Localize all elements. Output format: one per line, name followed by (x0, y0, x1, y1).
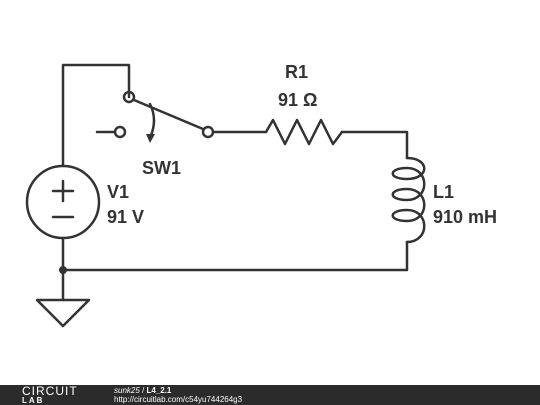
author-separator: / (139, 386, 147, 395)
v1-value-label: 91 V (107, 207, 144, 227)
junction-dot (59, 266, 67, 274)
l1-value-label: 910 mH (433, 207, 497, 227)
footer-bar: CIRCUIT LAB sunk25 / L4_2.1 http://circu… (0, 385, 540, 405)
logo-wordmark-bottom: LAB (22, 396, 44, 405)
v1-name-label: V1 (107, 182, 129, 202)
inductor-l1[interactable] (391, 156, 426, 244)
logo-wordmark-top: CIRCUIT (22, 384, 78, 398)
r1-name-label: R1 (285, 62, 308, 82)
author-line: sunk25 / L4_2.1 (114, 386, 171, 395)
wire-inductor-bottom (61, 240, 409, 272)
resistor-r1[interactable] (264, 118, 344, 146)
switch-common-terminal (201, 125, 215, 139)
r1-value-label: 91 Ω (278, 90, 317, 110)
sw1-label: SW1 (142, 158, 181, 178)
circuitlab-logo[interactable]: CIRCUIT LAB (22, 385, 94, 405)
switch-sw1[interactable] (113, 90, 215, 143)
logo-lab-text: LAB (22, 396, 45, 405)
switch-pivot-terminal (122, 90, 136, 104)
switch-arrow-arc (148, 102, 156, 140)
ground-symbol (35, 298, 91, 328)
circuit-title[interactable]: L4_2.1 (146, 386, 172, 395)
switch-open-terminal (113, 125, 127, 139)
voltage-source-v1[interactable] (25, 164, 101, 240)
author-name[interactable]: sunk25 (114, 386, 140, 395)
l1-name-label: L1 (433, 182, 454, 202)
circuit-schematic: SW1 R1 91 Ω L1 910 mH V1 91 V (25, 62, 497, 328)
switch-blade (132, 98, 205, 131)
wire-top-left (61, 63, 131, 167)
wire-resistor-to-inductor (340, 130, 409, 160)
circuit-url[interactable]: http://circuitlab.com/c54yu744264g3 (114, 395, 243, 404)
source-circle (25, 164, 101, 240)
switch-arrow-head (146, 134, 155, 143)
inductor-coil (391, 156, 426, 244)
